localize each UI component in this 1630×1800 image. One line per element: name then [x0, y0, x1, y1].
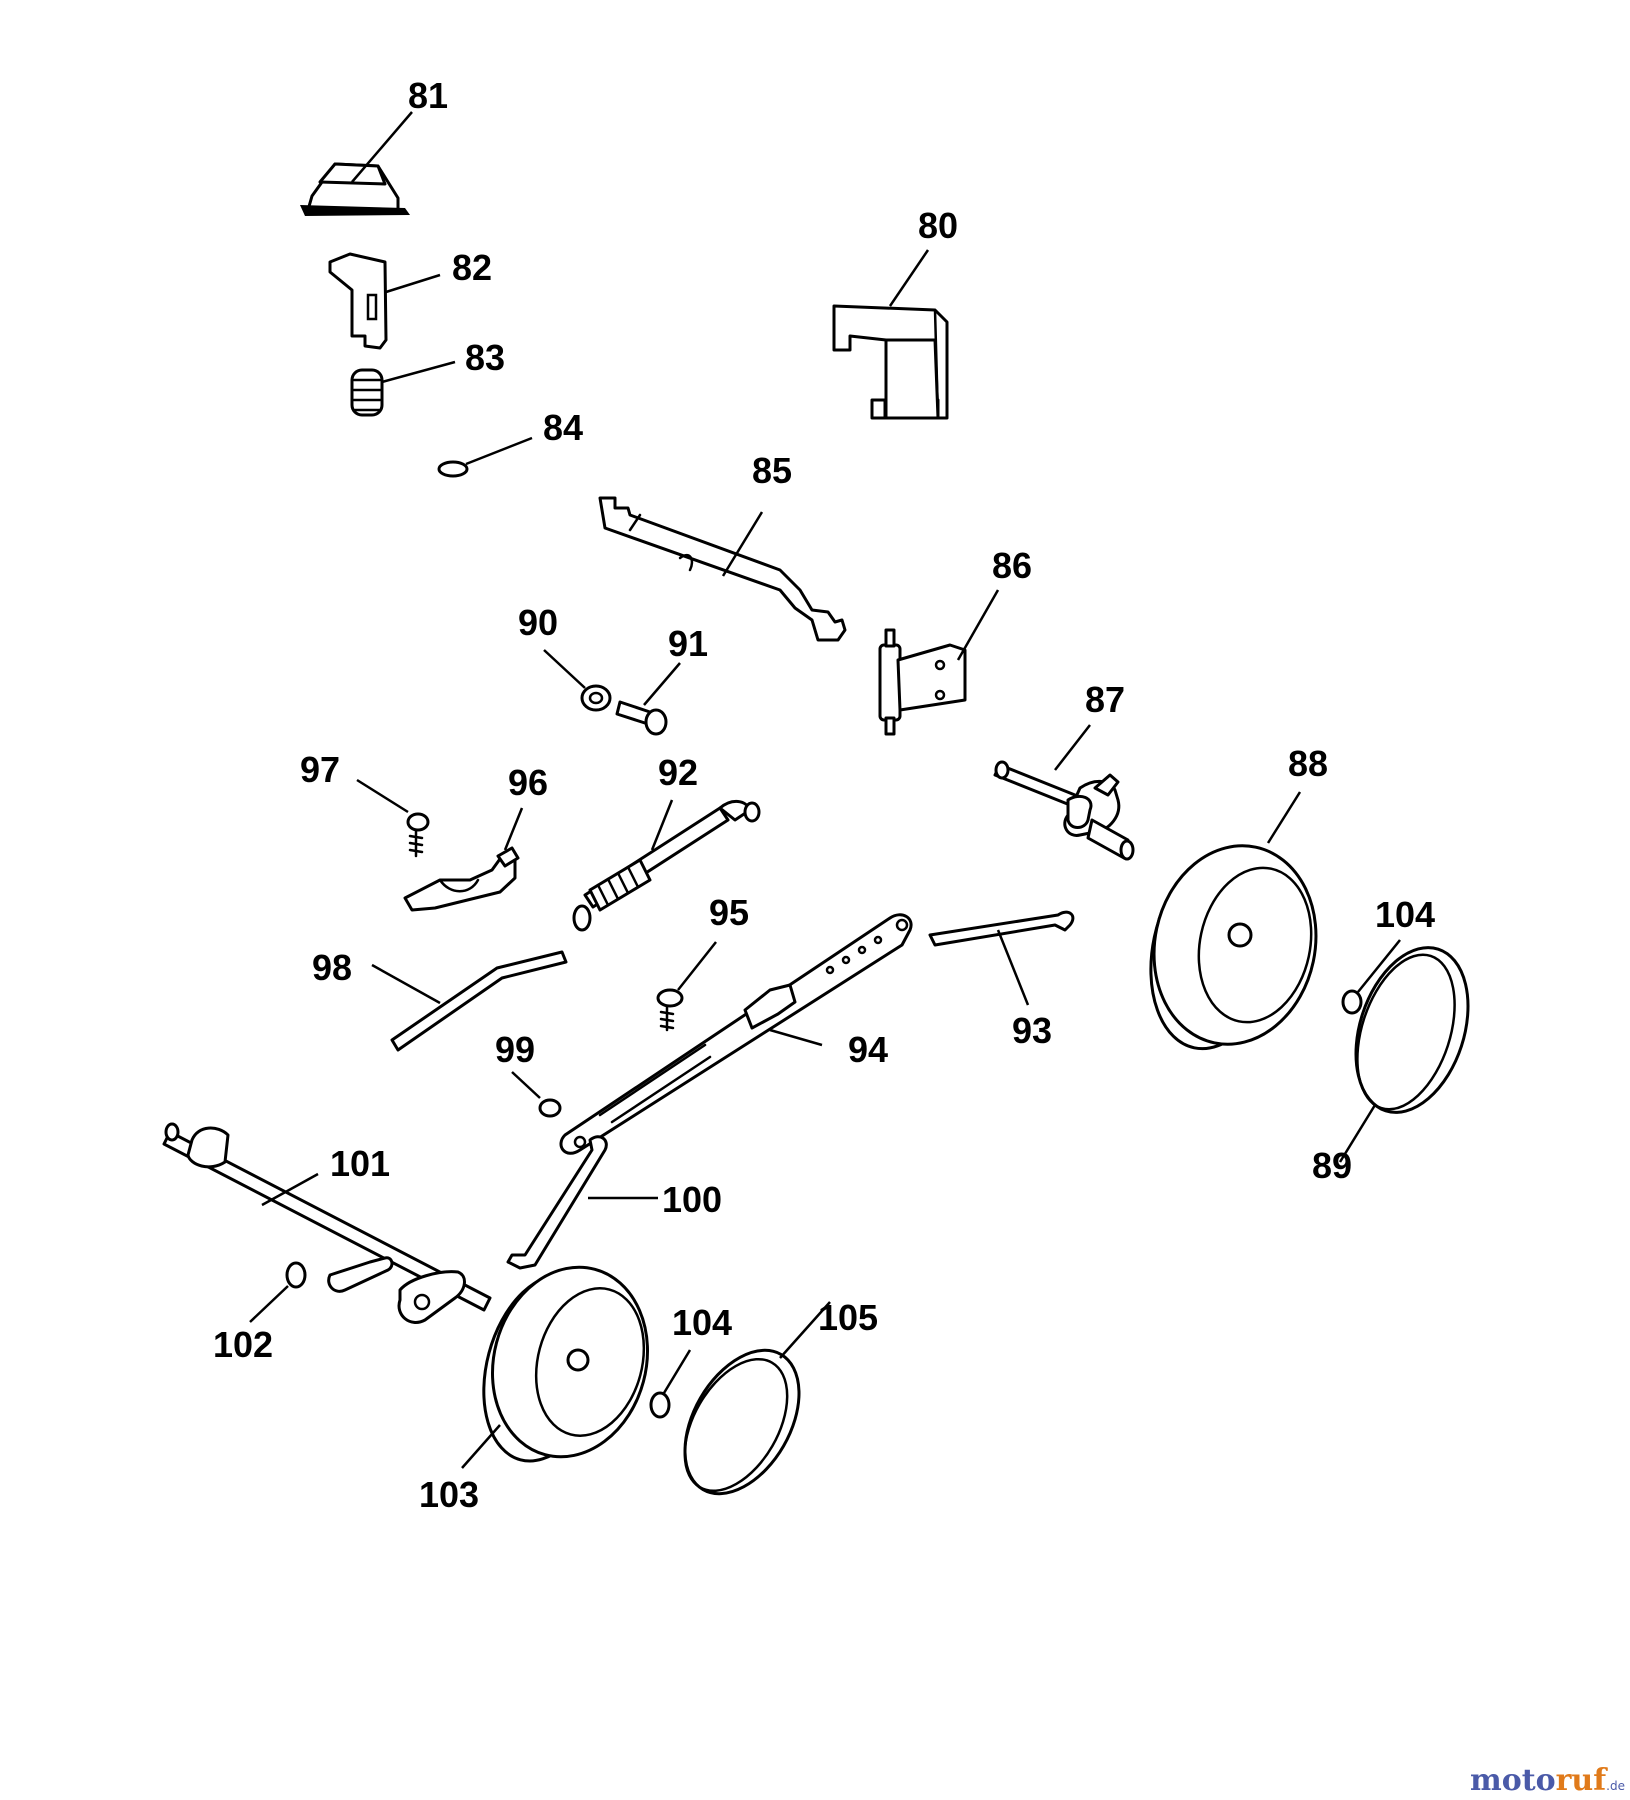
leader-96: [503, 807, 524, 851]
label-82: 82: [452, 247, 492, 288]
label-98: 98: [312, 947, 352, 988]
label-83: 83: [465, 337, 505, 378]
label-99: 99: [495, 1029, 535, 1070]
part-94-arm: [559, 913, 913, 1155]
leader-85: [721, 511, 764, 577]
part-102-nut: [285, 1261, 307, 1289]
part-82-bracket: [328, 252, 388, 350]
leader-105: [779, 1301, 831, 1359]
leader-87: [1054, 724, 1091, 771]
part-83-spring: [350, 368, 384, 417]
leader-103: [461, 1424, 501, 1469]
label-95: 95: [709, 892, 749, 933]
part-104-nut-top: [1341, 989, 1363, 1015]
part-87-axle: [993, 760, 1135, 861]
leader-95: [677, 941, 717, 991]
part-105-hubcap: [683, 1348, 801, 1496]
part-80-plate: [832, 304, 949, 420]
leader-82: [385, 273, 441, 294]
leader-101: [261, 1172, 319, 1207]
leader-104-top: [1357, 939, 1401, 993]
leader-83: [381, 360, 456, 384]
label-86: 86: [992, 545, 1032, 586]
label-102: 102: [213, 1324, 273, 1365]
part-88-wheel: [1149, 844, 1318, 1051]
part-86-bracket: [878, 628, 967, 736]
part-81-cap: [300, 162, 410, 216]
leader-86: [956, 589, 1000, 661]
watermark-part1: moto: [1470, 1763, 1556, 1798]
label-104-bottom: 104: [672, 1302, 732, 1343]
watermark-suffix: .de: [1606, 1779, 1625, 1793]
leader-80: [888, 249, 930, 307]
leader-84: [465, 436, 533, 466]
leader-91: [643, 662, 681, 706]
leader-93: [996, 929, 1030, 1006]
label-97: 97: [300, 749, 340, 790]
part-95-screw: [656, 988, 684, 1032]
label-94: 94: [848, 1029, 888, 1070]
label-90: 90: [518, 602, 558, 643]
part-92-rod: [572, 800, 761, 932]
leader-90: [543, 649, 586, 689]
part-96-latch: [403, 846, 520, 912]
part-90-washer: [580, 684, 612, 712]
watermark-part2: ruf: [1556, 1763, 1609, 1798]
part-101-axle: [162, 1122, 492, 1324]
leader-89: [1338, 1104, 1377, 1163]
label-103: 103: [419, 1474, 479, 1515]
svg-text:motoruf.de: motoruf.de: [1470, 1763, 1625, 1798]
part-100-rod: [506, 1135, 608, 1270]
label-91: 91: [668, 623, 708, 664]
leader-98: [371, 963, 441, 1005]
leader-88: [1266, 791, 1302, 844]
part-99-screw: [538, 1098, 562, 1118]
label-100: 100: [662, 1179, 722, 1220]
leader-81: [351, 111, 413, 183]
leader-102: [249, 1285, 289, 1323]
part-97-screw: [406, 812, 430, 858]
label-101: 101: [330, 1143, 390, 1184]
label-80: 80: [918, 205, 958, 246]
label-85: 85: [752, 450, 792, 491]
leader-97: [356, 778, 409, 814]
part-103-wheel: [482, 1265, 650, 1463]
label-92: 92: [658, 752, 698, 793]
part-85-lever: [598, 496, 847, 642]
part-84-nut: [437, 460, 469, 478]
label-87: 87: [1085, 679, 1125, 720]
label-105: 105: [818, 1297, 878, 1338]
label-84: 84: [543, 407, 583, 448]
label-88: 88: [1288, 743, 1328, 784]
part-91-bolt: [615, 700, 668, 736]
watermark-logo: motoruf.de: [1470, 1763, 1625, 1798]
leader-99: [511, 1071, 541, 1099]
part-93-rod: [928, 910, 1075, 947]
part-89-hubcap: [1354, 946, 1470, 1114]
leader-94: [769, 1028, 823, 1047]
label-81: 81: [408, 75, 448, 116]
label-93: 93: [1012, 1010, 1052, 1051]
leader-104-bottom: [662, 1349, 692, 1394]
label-96: 96: [508, 762, 548, 803]
label-104-top: 104: [1375, 894, 1435, 935]
label-89: 89: [1312, 1145, 1352, 1186]
part-104-nut-bottom: [649, 1391, 671, 1419]
part-98-rod: [390, 950, 568, 1052]
leader-92: [650, 799, 674, 851]
